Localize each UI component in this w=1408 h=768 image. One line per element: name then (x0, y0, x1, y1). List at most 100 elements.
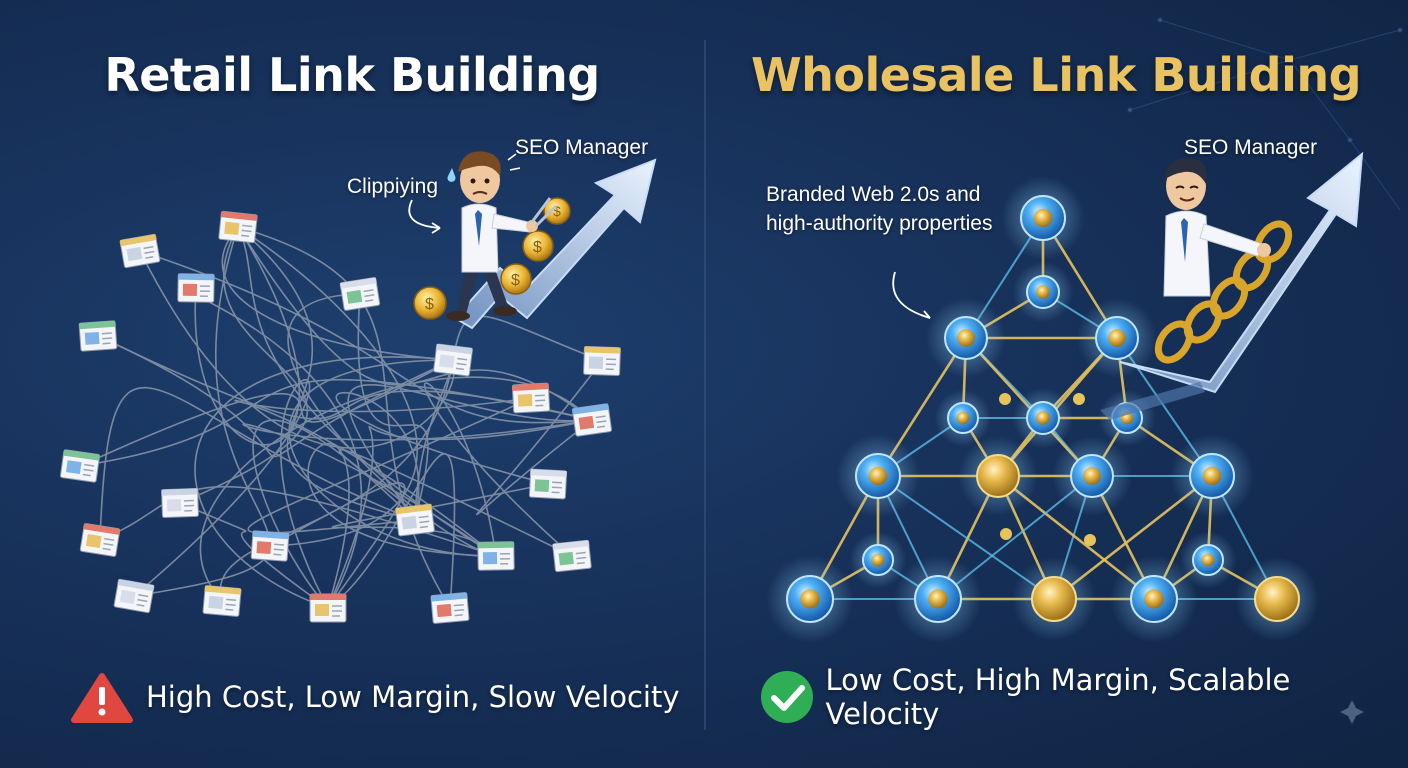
blue-node (1077, 298, 1157, 378)
webpage-icon (477, 541, 515, 571)
webpage-icon (79, 523, 121, 557)
link-curve (327, 419, 593, 609)
blue-node (836, 434, 920, 518)
link-curve (357, 293, 429, 521)
link-curve (423, 382, 573, 557)
link-curve (79, 378, 593, 467)
blue-node (926, 298, 1006, 378)
link-curve (237, 226, 497, 557)
link-curve (219, 359, 454, 602)
link-curve (237, 226, 416, 521)
arrowhead (920, 310, 931, 319)
retail-title: Retail Link Building (104, 48, 600, 102)
annotation-arrow-left (408, 199, 441, 229)
webpage-icon (433, 343, 473, 377)
blue-node (766, 555, 854, 643)
webpage-icon (309, 593, 347, 623)
coin-icon (543, 197, 571, 225)
wholesale-footer: Low Cost, High Margin, Scalable Velocity (760, 663, 1408, 731)
coin-icons: $ $ $ $ (413, 197, 571, 320)
wholesale-title: Wholesale Link Building (750, 48, 1362, 102)
webpage-icon (511, 382, 551, 414)
sparkle-icon (1340, 700, 1364, 724)
webpage-icon (430, 592, 470, 624)
link-curve (452, 315, 603, 362)
retail-footer: High Cost, Low Margin, Slow Velocity (74, 672, 680, 722)
blue-node (849, 531, 907, 589)
link-curve (307, 442, 497, 609)
svg-text:$: $ (425, 296, 434, 313)
webpage-icon (202, 585, 242, 617)
link-curve (133, 226, 271, 597)
blue-node (1170, 434, 1254, 518)
blue-node (1012, 387, 1074, 449)
stressed-seo-manager-figure (446, 151, 558, 321)
blue-node (1052, 436, 1132, 516)
coin-icon (413, 286, 447, 320)
gold-node (958, 436, 1038, 516)
link-curve (247, 397, 532, 534)
svg-text:$: $ (511, 272, 520, 289)
link-curve (288, 359, 497, 557)
link-curve (194, 356, 454, 609)
link-curve (139, 250, 455, 449)
coin-icon (500, 263, 532, 295)
blue-node (1179, 531, 1237, 589)
link-curve (79, 359, 454, 467)
coin-icon (522, 230, 554, 262)
growth-arrow-right (1100, 151, 1364, 420)
junction-dot (1000, 528, 1012, 540)
background-constellation (1127, 17, 1403, 211)
link-curve (133, 379, 329, 609)
svg-text:$: $ (553, 203, 561, 219)
webpage-icon (119, 233, 161, 269)
webpage-icon (395, 503, 435, 537)
svg-text:$: $ (533, 239, 542, 256)
link-curve (327, 453, 456, 609)
link-curve (179, 502, 329, 609)
webpage-icon (218, 210, 258, 244)
retail-footer-text: High Cost, Low Margin, Slow Velocity (146, 680, 680, 714)
gold-node (1235, 557, 1319, 641)
link-curve (335, 391, 549, 521)
link-network-nodes (766, 176, 1319, 643)
junction-dot (1084, 534, 1096, 546)
webpage-icon (161, 487, 199, 519)
webpage-icon (59, 449, 101, 483)
webpage-icon (177, 273, 215, 303)
wholesale-footer-text: Low Cost, High Margin, Scalable Velocity (825, 663, 1291, 731)
calm-seo-manager-figure (1163, 157, 1271, 297)
junction-dot (1073, 393, 1085, 405)
seo-manager-label-left: SEO Manager (515, 136, 649, 159)
blue-node (894, 555, 982, 643)
link-curve (179, 226, 309, 504)
clipping-annotation: Clippiying (347, 175, 439, 198)
blue-node (934, 389, 992, 447)
webpage-icon (339, 277, 381, 311)
link-curve (199, 376, 593, 602)
webpage-icon (78, 320, 118, 352)
link-curve (252, 419, 416, 609)
webpage-icon (552, 539, 592, 573)
gold-node (1012, 557, 1096, 641)
link-curve (475, 360, 603, 516)
webpage-icon (528, 468, 568, 500)
warning-triangle-icon (71, 673, 133, 723)
website-pages (59, 210, 621, 624)
chain-icon (1154, 220, 1293, 364)
blue-node (1012, 261, 1074, 323)
seo-manager-label-right: SEO Manager (1184, 136, 1318, 159)
blue-node (1001, 176, 1085, 260)
junction-dot (999, 393, 1011, 405)
blue-node (1110, 555, 1198, 643)
checkmark-circle-icon (761, 671, 813, 723)
link-curve (347, 384, 593, 521)
webpage-icon (571, 403, 613, 437)
link-curve (221, 226, 454, 361)
link-curve (99, 386, 416, 541)
webpage-icon (583, 345, 621, 377)
link-curve (99, 485, 497, 557)
branded-properties-annotation: Branded Web 2.0s and high-authority prop… (766, 183, 993, 235)
webpage-icon (113, 578, 155, 614)
